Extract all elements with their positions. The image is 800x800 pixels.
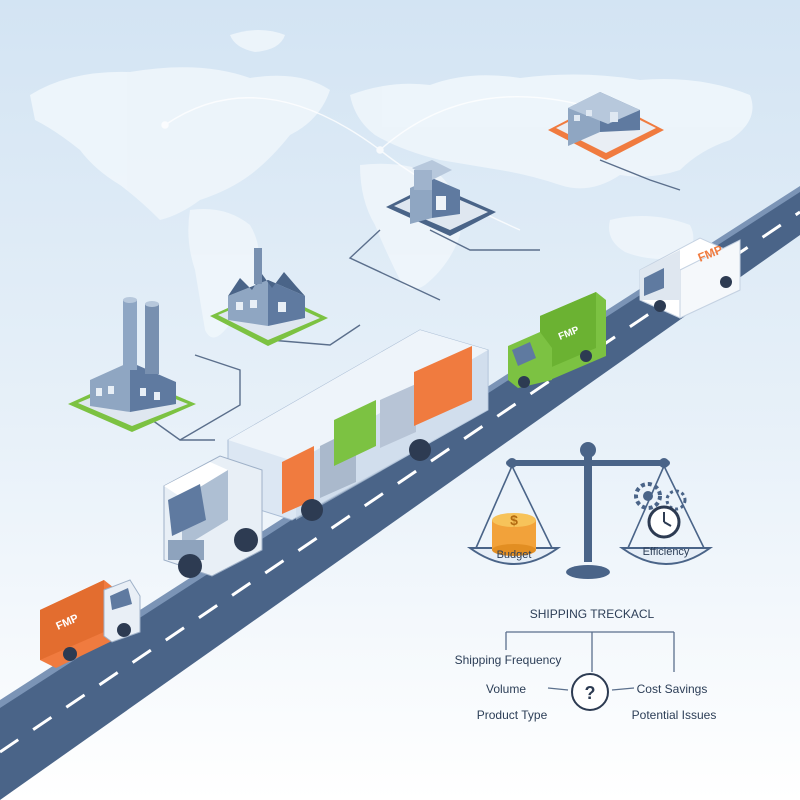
cost-savings-label: Cost Savings	[637, 682, 708, 696]
question-circle-icon	[571, 673, 609, 711]
connector-line	[348, 229, 441, 301]
gear-icon	[634, 482, 662, 510]
cargo-box-orange	[414, 346, 472, 426]
cargo-crate-green	[334, 400, 376, 466]
australia-shape	[609, 216, 694, 260]
delivery-van-back: FMP	[639, 237, 741, 319]
shipping-frequency-label: Shipping Frequency	[455, 653, 562, 667]
connector-line	[599, 159, 681, 191]
map-route-arc	[379, 96, 601, 151]
map-node	[161, 121, 169, 129]
question-symbol: ?	[585, 683, 596, 703]
office-building	[548, 92, 664, 160]
coin-stack-icon: $	[492, 512, 536, 556]
potential-issues-label: Potential Issues	[632, 708, 717, 722]
orange-delivery-truck: FMP	[40, 579, 141, 668]
gear-icon	[665, 489, 687, 511]
connector-line	[144, 414, 215, 441]
cargo-box-orange	[282, 446, 314, 514]
warehouse-building	[386, 160, 496, 236]
map-node	[376, 146, 384, 154]
green-delivery-truck: FMP	[508, 292, 606, 388]
map-route-arc	[164, 97, 381, 151]
clock-icon	[647, 505, 681, 539]
main-semi-truck	[163, 329, 489, 578]
balance-scale: $ Budget Efficiency	[466, 442, 714, 579]
coin-symbol: $	[510, 512, 518, 528]
north-america-shape	[30, 67, 330, 220]
connector-line	[179, 354, 241, 441]
cargo-crate-gray	[380, 384, 416, 448]
connector-line	[269, 324, 361, 346]
budget-label: Budget	[497, 549, 532, 561]
right-scale-pan	[618, 547, 714, 565]
factory-building	[210, 248, 328, 346]
greenland-shape	[230, 30, 285, 52]
product-type-label: Product Type	[477, 708, 548, 722]
power-plant-building	[68, 297, 196, 432]
volume-label: Volume	[486, 682, 526, 696]
connector-lines	[144, 159, 681, 441]
connector-line	[429, 229, 540, 251]
decision-tree-title: SHIPPING TRECKACL	[530, 607, 655, 621]
decision-tree: SHIPPING TRECKACL ? Shipping Frequency V…	[455, 607, 717, 722]
efficiency-label: Efficiency	[643, 546, 690, 558]
